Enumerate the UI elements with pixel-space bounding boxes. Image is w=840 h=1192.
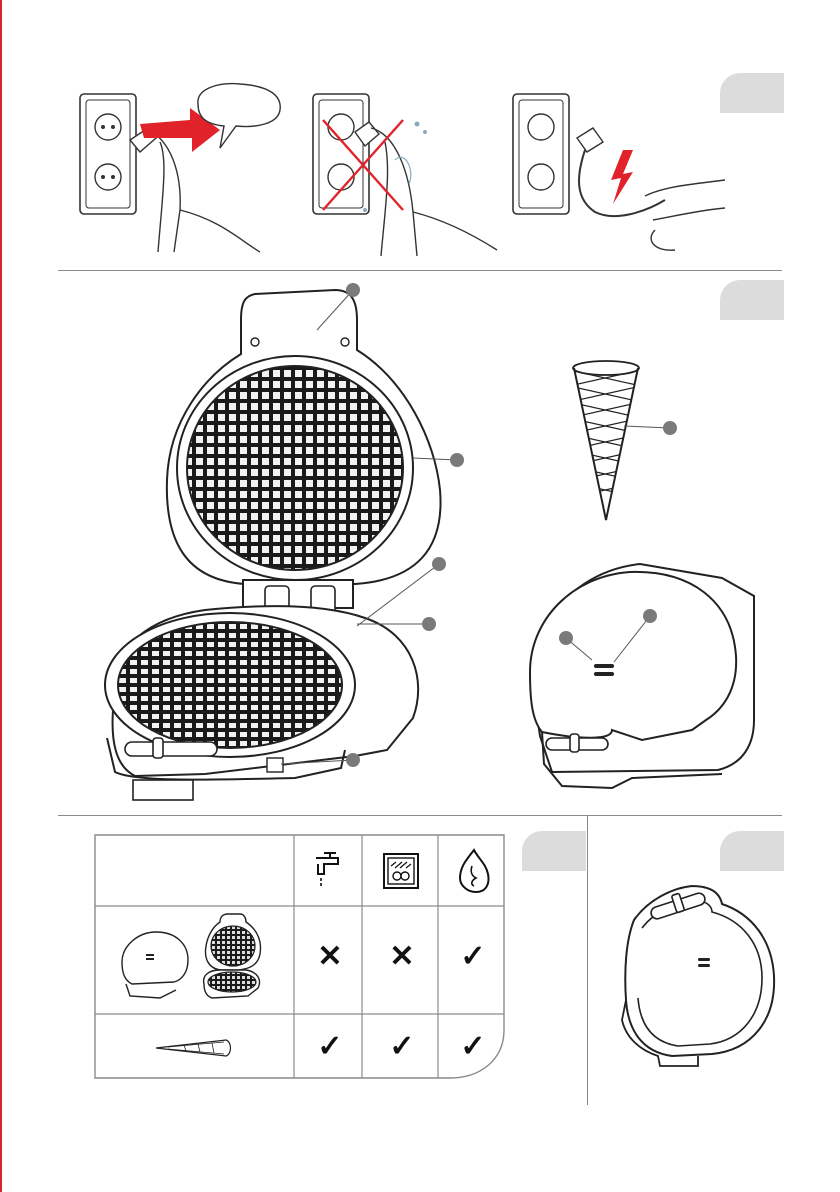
divider-vertical — [587, 815, 588, 1105]
faucet-icon — [310, 852, 350, 890]
waffle-cone-figure — [570, 358, 690, 528]
page-edge-line — [0, 0, 2, 1192]
waffle-maker-closed-figure — [522, 560, 762, 800]
divider-middle — [58, 815, 782, 816]
mark-cone-wipe: ✓ — [440, 1022, 506, 1072]
mark-maker-water: ✕ — [296, 932, 364, 982]
mark-cone-water: ✓ — [296, 1022, 364, 1072]
section-tab-2 — [720, 280, 784, 320]
table-waffle-cone-image — [154, 1036, 234, 1060]
mark-maker-wipe: ✓ — [440, 932, 506, 982]
cloth-wipe-icon — [456, 848, 492, 894]
divider-top — [58, 270, 782, 271]
mark-cone-dishwasher: ✓ — [364, 1022, 440, 1072]
pull-cord-prohibited-figure — [505, 80, 735, 260]
callout-dot-1 — [346, 283, 360, 297]
section-tab-3 — [522, 831, 586, 871]
plug-in-correct-figure — [70, 80, 290, 260]
mark-maker-dishwasher: ✕ — [364, 932, 440, 982]
section-tab-4 — [720, 831, 784, 871]
wet-hands-prohibited-figure — [305, 80, 505, 260]
waffle-maker-upright-figure — [612, 880, 782, 1070]
waffle-maker-open-figure — [95, 280, 475, 810]
dishwasher-icon — [382, 852, 422, 892]
table-waffle-maker-image — [116, 910, 266, 1002]
